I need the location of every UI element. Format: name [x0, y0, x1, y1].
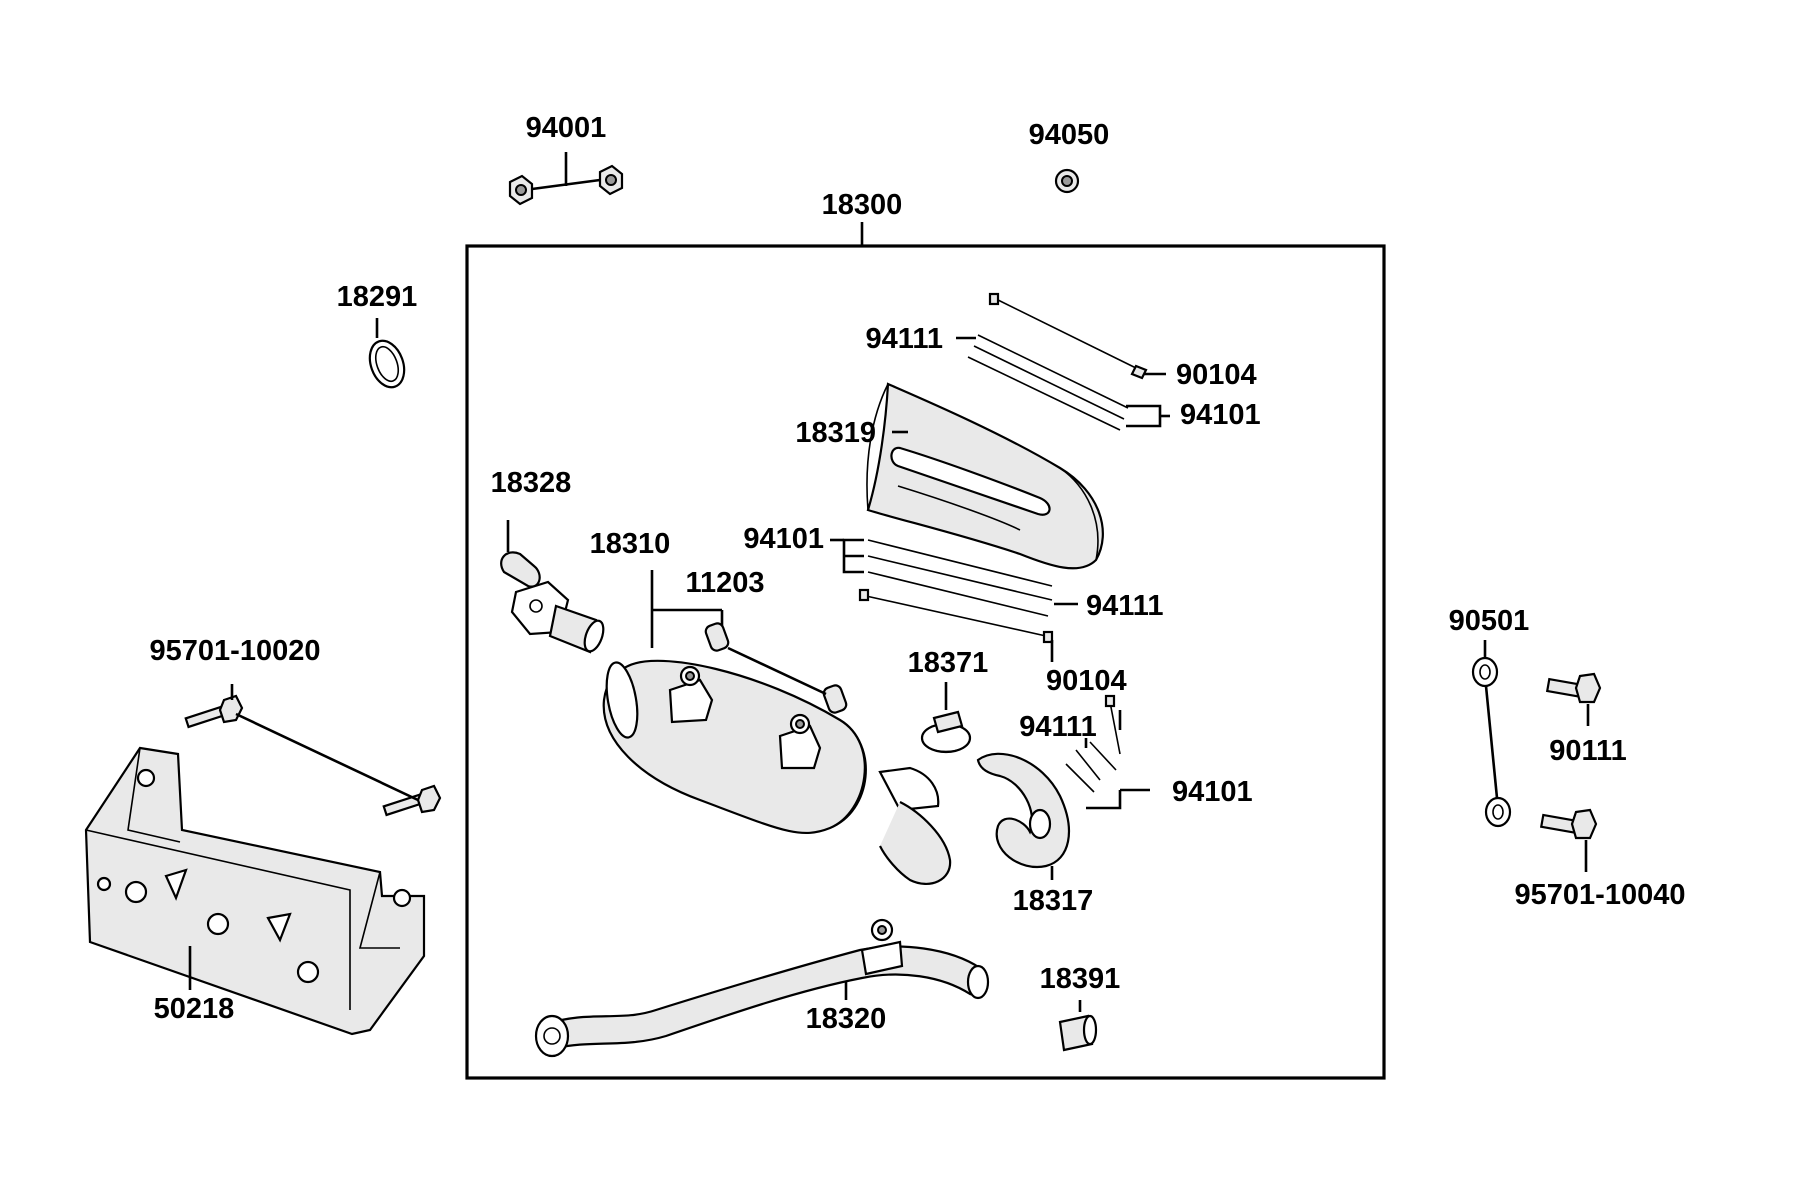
heat-shield-18319	[866, 382, 1104, 570]
upper-shield-screws-and-clips	[956, 292, 1170, 431]
label-90111: 90111	[1549, 735, 1626, 767]
label-90104-top: 90104	[1176, 359, 1257, 391]
label-90501: 90501	[1449, 605, 1530, 637]
label-94111-mid: 94111	[1086, 590, 1163, 622]
label-18371: 18371	[908, 647, 989, 679]
label-94050: 94050	[1029, 119, 1110, 151]
label-18317: 18317	[1013, 885, 1094, 917]
exhaust-pipe-18320	[534, 918, 990, 1058]
tail-pipe-18317	[976, 752, 1070, 880]
label-95701-10040: 95701-10040	[1515, 879, 1686, 911]
label-18328: 18328	[491, 467, 572, 499]
label-90104-mid: 90104	[1046, 665, 1127, 697]
bolt-95701-10040	[1539, 808, 1598, 872]
label-94101-low: 94101	[1172, 776, 1253, 808]
lower-shield-screws-and-clips	[830, 538, 1078, 662]
gasket-ring-18291	[368, 318, 406, 389]
clamp-18371	[920, 682, 972, 754]
damper-bushings-11203	[704, 622, 848, 714]
label-94101-top: 94101	[1180, 399, 1261, 431]
nut-pair-94001	[508, 152, 624, 206]
mounting-bracket-50218	[84, 746, 426, 1036]
label-95701-10020: 95701-10020	[150, 635, 321, 667]
label-94111-low: 94111	[1019, 711, 1096, 743]
assembly-frame	[465, 244, 1386, 1080]
tail-clips	[1065, 694, 1150, 810]
sleeve-18391	[1058, 1000, 1098, 1052]
label-18310: 18310	[590, 528, 671, 560]
label-18300: 18300	[822, 189, 903, 221]
bolt-90111	[1545, 672, 1602, 726]
washers-90501	[1471, 640, 1512, 828]
label-94101-mid: 94101	[743, 523, 824, 555]
label-94111-top: 94111	[866, 323, 943, 355]
lock-nut-94050	[1054, 168, 1080, 194]
label-94001: 94001	[526, 112, 607, 144]
inlet-elbow-18328	[500, 520, 605, 654]
label-18319: 18319	[795, 417, 876, 449]
label-18291: 18291	[337, 281, 418, 313]
label-11203: 11203	[685, 567, 764, 599]
label-18391: 18391	[1040, 963, 1121, 995]
bolts-95701-10020	[184, 684, 442, 817]
muffler-18310	[602, 570, 952, 885]
label-18320: 18320	[806, 1003, 887, 1035]
label-50218: 50218	[154, 993, 235, 1025]
